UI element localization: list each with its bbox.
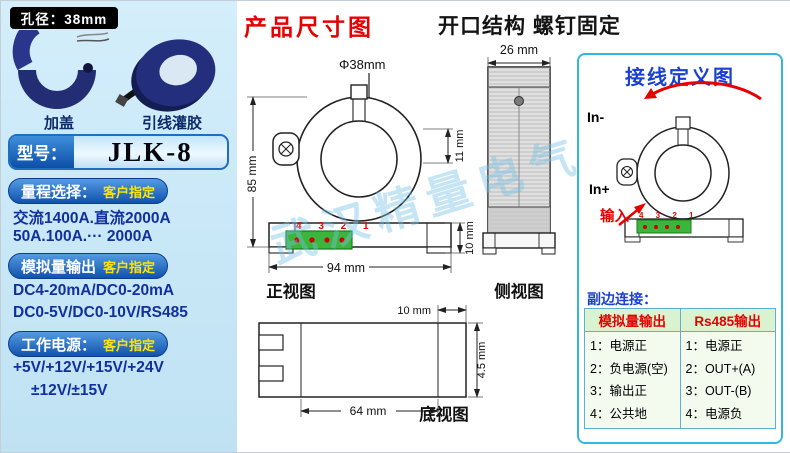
front-view-drawing: Φ38mm 4 3 2 1 (243, 57, 476, 301)
hinge-screw (350, 84, 368, 100)
aperture-badge: 孔径：38mm (10, 7, 118, 29)
photo-label-capped: 加盖 (43, 115, 74, 132)
mount-slot (258, 334, 284, 351)
product-photo-open-ct (7, 19, 111, 113)
section-range-badge: 客户指定 (103, 184, 156, 200)
wiring-ring (616, 116, 730, 220)
model-value: JLK-8 (107, 137, 193, 167)
section-power-header: 工作电源： 客户指定 (8, 331, 169, 357)
input-arrow (618, 203, 646, 226)
wiring-panel: 接线定义图 (577, 53, 783, 444)
section-power-badge: 客户指定 (103, 337, 156, 353)
pin-line: 2：OUT+(A) (685, 361, 756, 376)
front-diameter-dim: Φ38mm (339, 57, 386, 72)
bottom-dim-45: 4.5 mm (476, 342, 488, 379)
section-range-title: 量程选择： (21, 183, 97, 201)
pin-line: 4：电源负 (685, 406, 743, 421)
range-line-2: 50A.100A.··· 2000A (13, 228, 153, 245)
pin-line: 3：输出正 (590, 384, 647, 398)
range-line-1: 交流1400A.直流2000A (13, 210, 171, 227)
page-title-structure: 开口结构 螺钉固定 (438, 15, 621, 38)
pin-line: 4：公共地 (590, 406, 647, 421)
open-ct-image (12, 19, 110, 109)
side-width-dim: 26 mm (500, 43, 538, 57)
section-power-title: 工作电源： (21, 336, 97, 354)
pin-line: 1：电源正 (685, 339, 743, 353)
rs485-output-pins: 1：电源正 2：OUT+(A) 3：OUT-(B) 4：电源负 (679, 331, 776, 429)
bottom-view-drawing: 10 mm 4.5 mm 64 mm 底视图 (258, 305, 488, 424)
in-minus-label: In- (587, 109, 605, 125)
analog-output-pins: 1：电源正 2：负电源(空) 3：输出正 4：公共地 (584, 331, 681, 429)
analog-line-2: DC0-5V/DC0-10V/RS485 (13, 304, 188, 321)
input-label: 输入 (600, 209, 629, 225)
product-photo-closed-ct (113, 30, 231, 113)
side-view-drawing: 26 mm 侧视图 (482, 43, 556, 301)
pin-line: 1：电源正 (590, 339, 647, 353)
front-view-label: 正视图 (266, 281, 316, 301)
section-analog-header: 模拟量输出 客户指定 (8, 253, 169, 279)
side-screw (514, 96, 524, 106)
section-analog-badge: 客户指定 (103, 259, 156, 275)
front-dim-11: 11 mm (454, 130, 466, 163)
pin-line: 2：负电源(空) (590, 361, 668, 376)
wiring-drawing: 4 3 2 1 (616, 81, 762, 243)
hinge-screw (675, 116, 691, 130)
side-view-label: 侧视图 (494, 281, 544, 301)
power-line-1: +5V/+12V/+15V/+24V (13, 359, 164, 376)
wiring-table: 模拟量输出 Rs485输出 1：电源正 2：负电源(空) 3：输出正 4：公共地… (584, 308, 776, 429)
analog-output-header: 模拟量输出 (584, 308, 681, 332)
wiring-table-header-row: 模拟量输出 Rs485输出 (584, 308, 776, 332)
analog-line-1: DC4-20mA/DC0-20mA (13, 282, 175, 299)
secondary-connection-label: 副边连接： (587, 291, 657, 307)
sidebar: 孔径：38mm 加盖 引线灌胶 (1, 1, 237, 452)
front-width-dim: 94 mm (327, 261, 365, 275)
photo-label-potted: 引线灌胶 (141, 115, 202, 132)
pin-line: 3：OUT-(B) (685, 384, 752, 398)
side-base (482, 232, 556, 255)
front-pin-numbers: 4 3 2 1 (296, 221, 376, 232)
page-title-dimensions: 产品尺寸图 (244, 14, 374, 40)
direction-arrow (644, 81, 762, 101)
model-bar: 型号： JLK-8 (8, 134, 229, 170)
section-analog-title: 模拟量输出 (21, 258, 97, 276)
bottom-dim-10: 10 mm (397, 305, 431, 317)
front-terminal-block (285, 230, 353, 250)
section-range-header: 量程选择： 客户指定 (8, 178, 169, 204)
side-body (487, 66, 551, 234)
front-dim-10: 10 mm (464, 221, 476, 255)
mount-slot (258, 365, 284, 382)
wiring-terminal-block (636, 219, 692, 234)
wiring-pin-numbers: 4 3 2 1 (639, 211, 698, 220)
power-line-2: ±12V/±15V (31, 382, 108, 399)
in-plus-label: In+ (589, 181, 610, 197)
bottom-view-label: 底视图 (419, 404, 469, 424)
model-label: 型号： (10, 136, 74, 168)
closed-ct-image (115, 39, 216, 112)
bottom-dim-64: 64 mm (350, 404, 387, 418)
wiring-table-body-row: 1：电源正 2：负电源(空) 3：输出正 4：公共地 1：电源正 2：OUT+(… (584, 331, 776, 429)
front-ring (272, 84, 422, 222)
rs485-output-header: Rs485输出 (679, 308, 776, 332)
front-height-dim: 85 mm (245, 156, 259, 193)
bottom-body (258, 322, 467, 398)
